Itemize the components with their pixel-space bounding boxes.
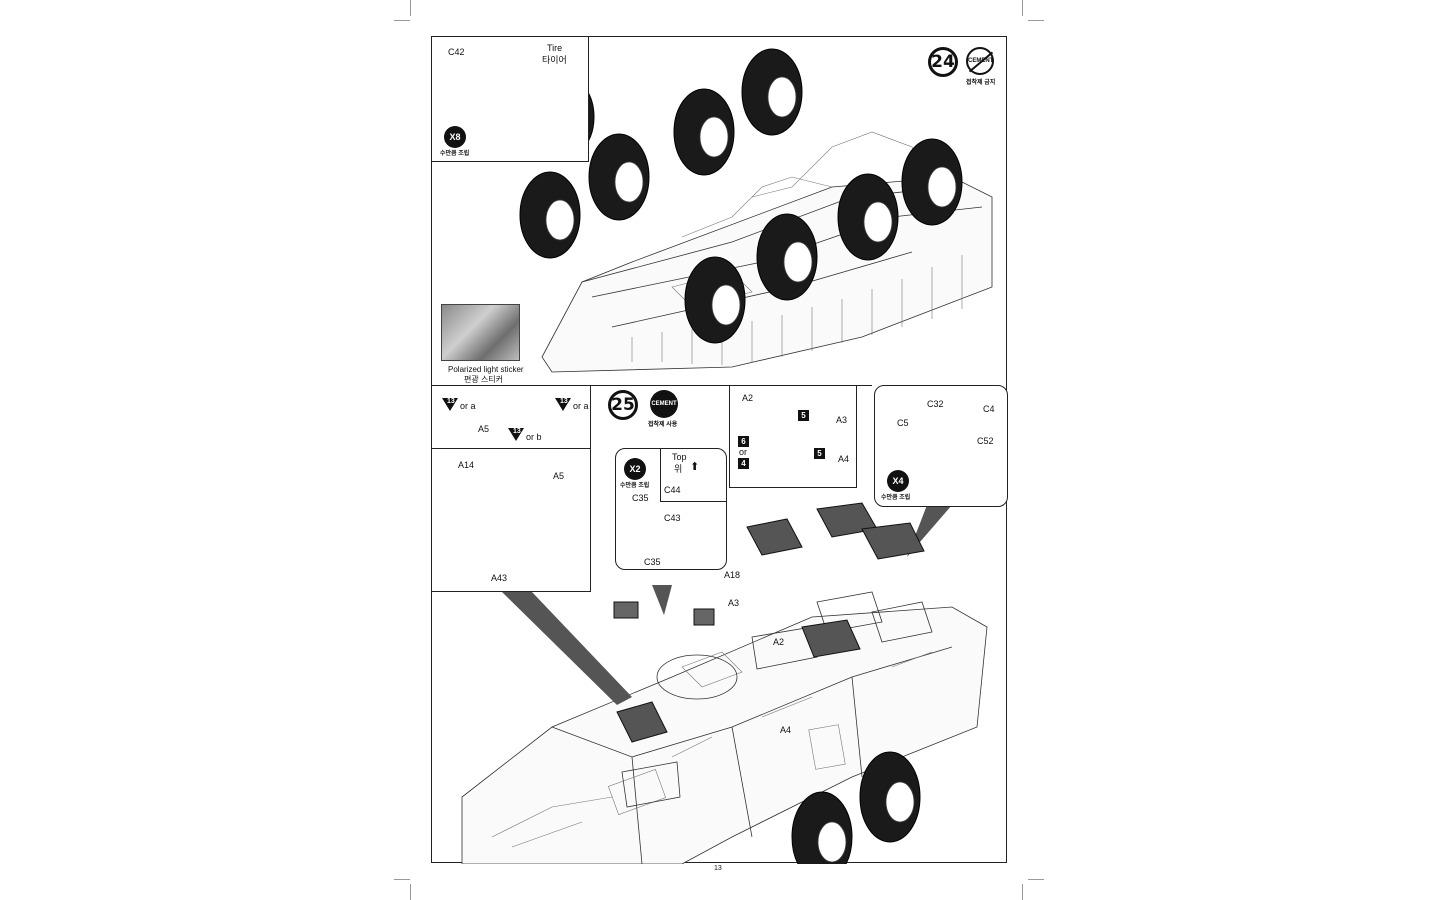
part-label-a43: A43 (491, 573, 508, 583)
step-25-number: 25 (608, 390, 638, 420)
decal-13-bottom-icon: 13 (508, 428, 524, 441)
step-divider (432, 385, 872, 386)
part-label-a4: A4 (780, 725, 792, 735)
quantity-x4-badge: X4 (887, 470, 909, 492)
part-label-a4-tools: A4 (838, 454, 850, 464)
no-cement-icon: CEMENT (966, 47, 994, 75)
quantity-x8-badge: X8 (444, 126, 466, 148)
crop-mark (394, 879, 410, 880)
tire-label-en: Tire (547, 43, 563, 53)
part-label-c5: C5 (897, 418, 909, 428)
up-arrow-icon: ⬆ (690, 461, 700, 473)
tire-label-ko: 타이어 (542, 55, 567, 65)
part-label-a2: A2 (773, 637, 785, 647)
crop-mark (1028, 879, 1044, 880)
no-cement-caption: 접착제 금지 (966, 80, 996, 86)
instruction-sheet: C42 Tire 타이어 X8 수만큼 조립 24 CEMENT 접착제 금지 … (431, 36, 1008, 864)
part-label-a18: A18 (724, 570, 741, 580)
decal-left-text: or a (460, 401, 476, 411)
decal-5a-badge: 5 (798, 410, 809, 421)
part-label-c32: C32 (927, 399, 944, 409)
top-label-en: Top (672, 452, 687, 462)
decal-13-left-icon: 13 (442, 398, 458, 411)
crop-mark (1022, 884, 1023, 900)
part-label-a3: A3 (728, 598, 740, 608)
part-label-c42: C42 (448, 47, 465, 57)
decal-13-right-icon: 13 (555, 398, 571, 411)
quantity-caption: 수만큼 조립 (440, 151, 470, 157)
decal-6-badge: 6 (738, 436, 749, 447)
crop-mark (410, 0, 411, 16)
hatch-panel: C32 C4 C5 C52 X4 수만큼 조립 (874, 385, 1008, 507)
part-label-a5-mount: A5 (553, 471, 565, 481)
page-number: 13 (714, 865, 722, 872)
cement-caption: 접착제 사용 (648, 422, 678, 428)
sticker-caption-en: Polarized light sticker (448, 365, 524, 374)
quantity-x2-caption: 수만큼 조립 (620, 483, 650, 489)
part-label-c43: C43 (664, 513, 681, 523)
sticker-caption-ko: 편광 스티커 (464, 375, 504, 384)
part-label-a5-light: A5 (478, 424, 490, 434)
cement-icon: CEMENT (650, 390, 678, 418)
or-text: or (739, 447, 748, 457)
decal-5b-badge: 5 (814, 448, 825, 459)
part-label-a14: A14 (458, 460, 475, 470)
polarized-sticker-image (441, 304, 520, 361)
crop-mark (394, 20, 410, 21)
decal-4-badge: 4 (738, 458, 749, 469)
decal-bottom-text: or b (526, 432, 542, 442)
crop-mark (1022, 0, 1023, 16)
crop-mark (410, 884, 411, 900)
light-decal-panel: 13 or a 13 or a A5 13 or b (431, 385, 591, 449)
part-label-c52: C52 (977, 436, 994, 446)
quantity-x4-caption: 수만큼 조립 (881, 495, 911, 501)
part-label-c44: C44 (664, 485, 681, 495)
periscope-panel: X2 수만큼 조립 Top 위 ⬆ C44 C35 C43 C35 (615, 448, 727, 570)
top-label-ko: 위 (674, 464, 683, 474)
part-label-c35-lower: C35 (644, 557, 661, 567)
light-mount-panel: A14 A5 A43 (431, 448, 591, 592)
part-label-c35-upper: C35 (632, 493, 649, 503)
quantity-x2-badge: X2 (624, 458, 646, 480)
crop-mark (1028, 20, 1044, 21)
part-label-c4: C4 (983, 404, 995, 414)
tire-inset-panel: C42 Tire 타이어 X8 수만큼 조립 (431, 36, 589, 162)
decal-right-text: or a (573, 401, 589, 411)
step-24-number: 24 (928, 47, 958, 77)
tools-panel: A2 5 A3 6 or 4 5 A4 (729, 385, 857, 488)
part-label-a2-tools: A2 (742, 393, 754, 403)
part-label-a3-tools: A3 (836, 415, 848, 425)
